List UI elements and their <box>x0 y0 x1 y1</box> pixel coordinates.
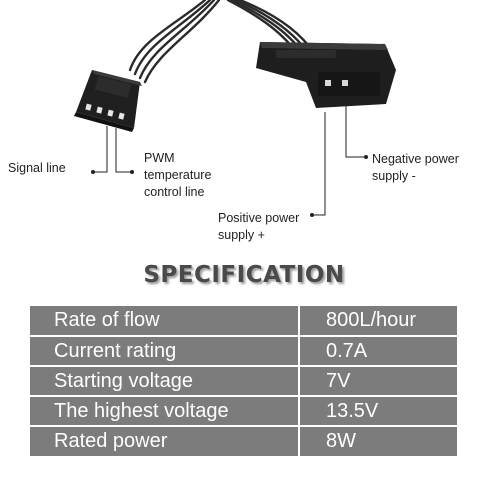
spec-value: 7V <box>299 366 457 397</box>
spec-label: The highest voltage <box>30 396 300 427</box>
spec-value: 8W <box>299 426 457 456</box>
table-row: The highest voltage 13.5V <box>30 396 457 427</box>
callout-leader-lines <box>93 104 366 216</box>
spec-label: Rate of flow <box>30 306 300 337</box>
fan-connector-illustration <box>74 0 396 217</box>
table-row: Rated power 8W <box>30 426 457 456</box>
molex-power-connector <box>256 42 396 108</box>
spec-value: 0.7A <box>299 336 457 367</box>
specification-table: Rate of flow 800L/hour Current rating 0.… <box>30 306 457 456</box>
fan-cable <box>128 0 316 84</box>
table-row: Starting voltage 7V <box>30 366 457 397</box>
spec-label: Current rating <box>30 336 300 367</box>
callout-dots <box>91 155 368 217</box>
signal-line-label: Signal line <box>8 161 66 175</box>
spec-label: Starting voltage <box>30 366 300 397</box>
pwm-control-line-label: PWM temperature control line <box>144 151 212 199</box>
spec-label: Rated power <box>30 426 300 456</box>
four-pin-fan-connector <box>74 70 142 132</box>
table-row: Rate of flow 800L/hour <box>30 306 457 337</box>
spec-value: 800L/hour <box>299 306 457 337</box>
spec-value: 13.5V <box>299 396 457 427</box>
negative-power-label: Negative power supply - <box>372 152 459 183</box>
positive-power-label: Positive power supply + <box>218 211 300 242</box>
specification-heading: SPECIFICATION <box>143 262 345 288</box>
table-row: Current rating 0.7A <box>30 336 457 367</box>
